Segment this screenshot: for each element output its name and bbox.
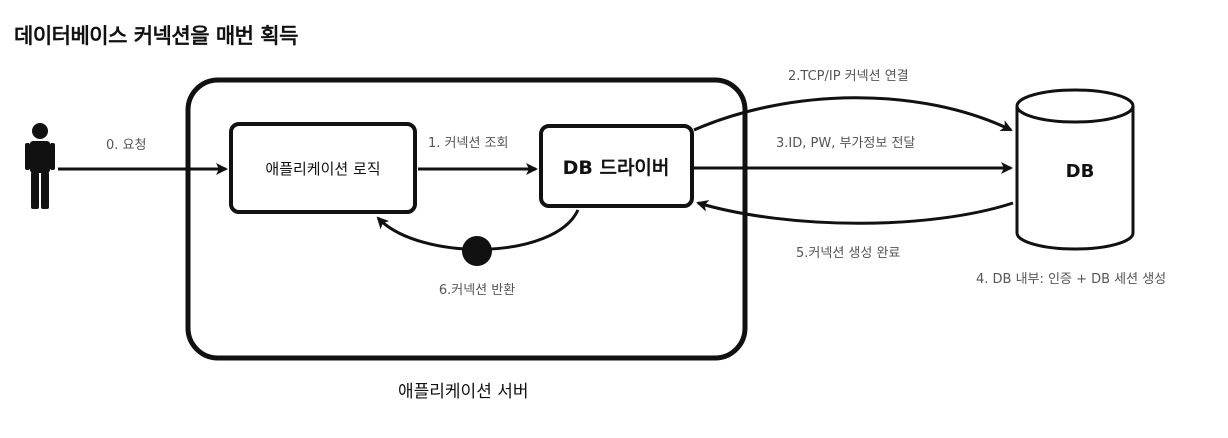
database-cylinder [1015,88,1135,251]
connection-complete-label: 5.커넥션 생성 완료 [796,246,900,261]
return-dot [462,236,492,266]
db-driver-box [539,124,694,208]
request-label: 0. 요청 [106,138,146,153]
connection-complete-arrow [696,200,1014,225]
user-icon [25,123,55,209]
tcp-connect-arrow [693,96,1013,132]
server-caption: 애플리케이션 서버 [398,382,529,402]
auth-info-label: 3.ID, PW, 부가정보 전달 [776,136,915,151]
application-server-box [185,77,748,361]
lookup-label: 1. 커넥션 조회 [428,136,508,151]
app-logic-label: 애플리케이션 로직 [265,160,380,178]
db-label: DB [1066,161,1095,182]
db-internal-label: 4. DB 내부: 인증 + DB 세션 생성 [976,272,1166,287]
app-logic-box [229,122,417,214]
tcp-connect-label: 2.TCP/IP 커넥션 연결 [788,69,909,84]
db-driver-label: DB 드라이버 [563,157,670,179]
page-title: 데이터베이스 커넥션을 매번 획득 [14,24,298,48]
connection-return-label: 6.커넥션 반환 [439,283,515,298]
